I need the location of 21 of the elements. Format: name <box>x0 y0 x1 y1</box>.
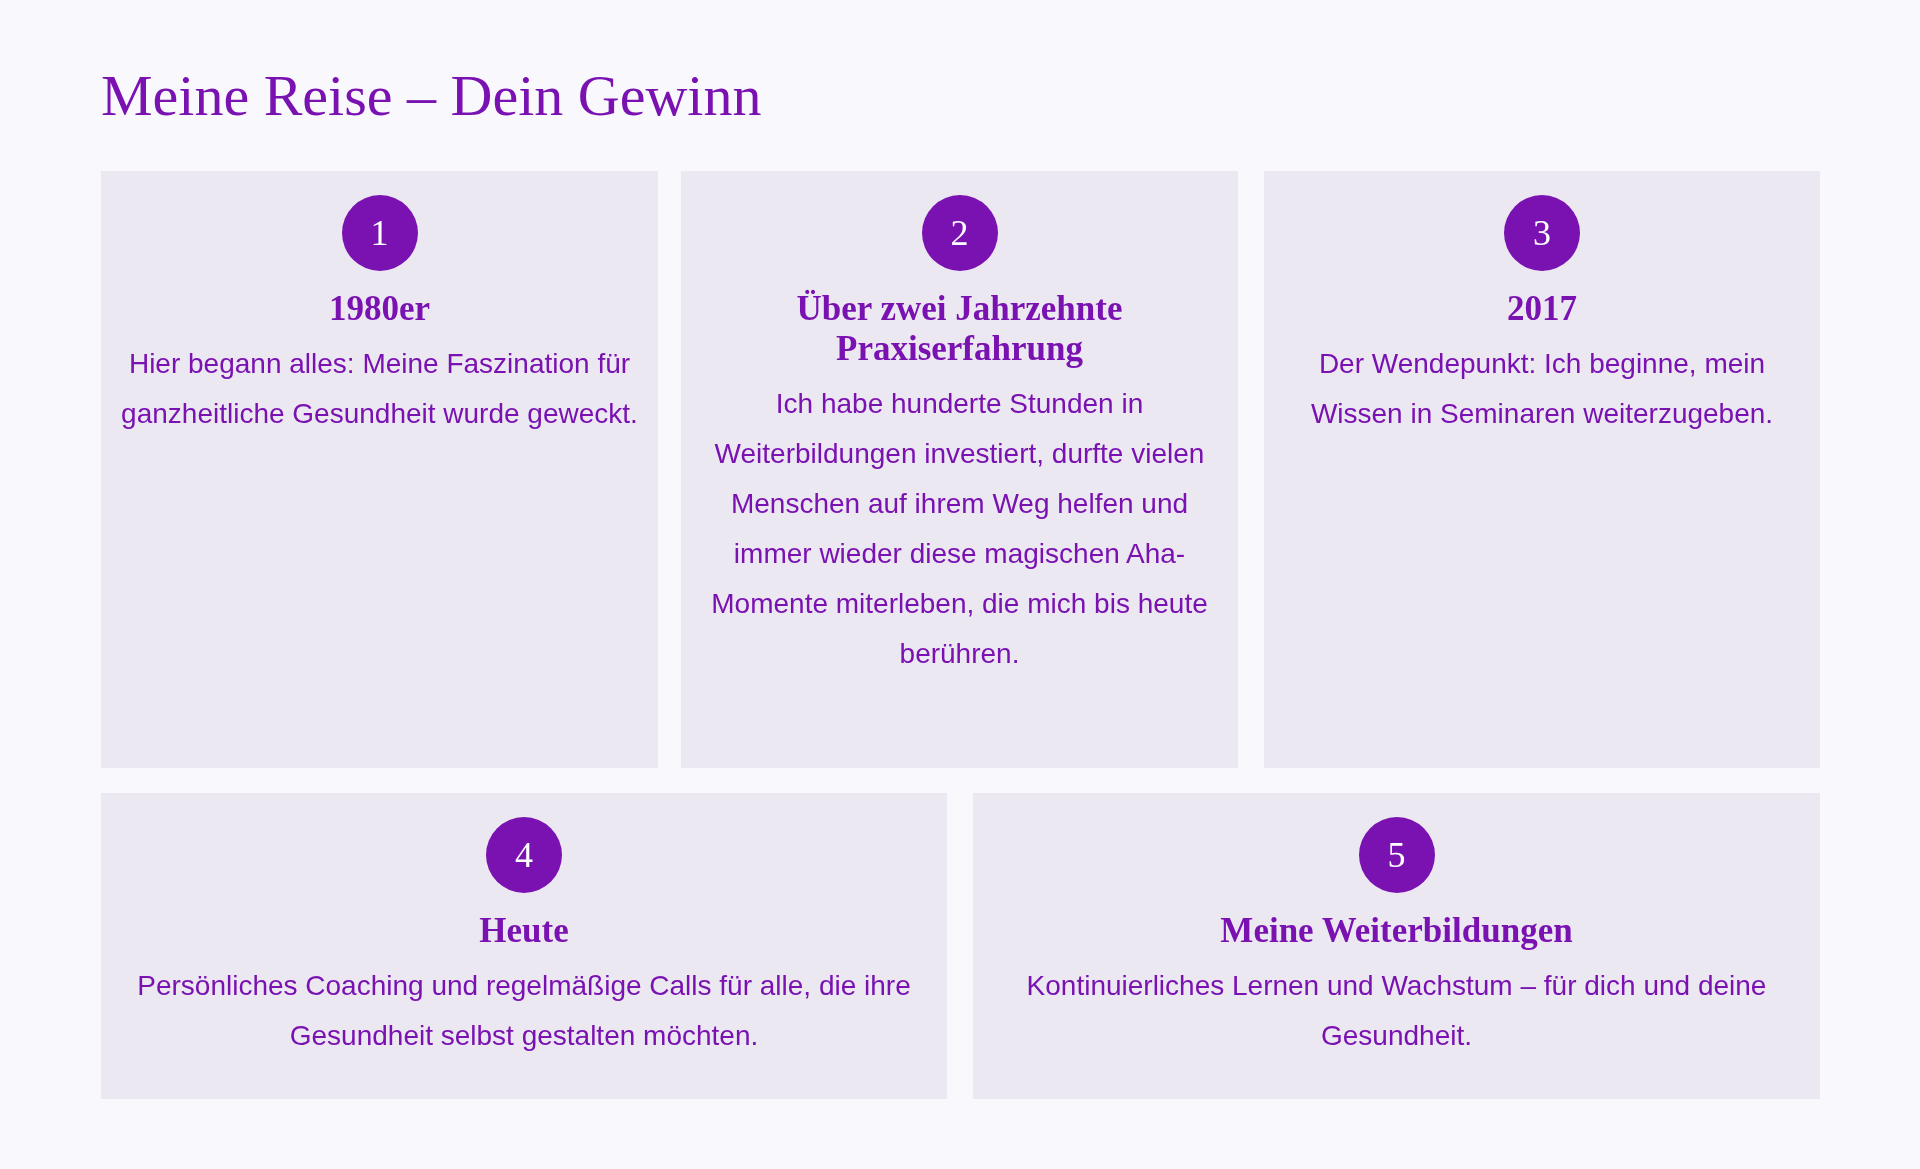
timeline-card <box>101 171 658 768</box>
step-number: 2 <box>921 195 998 271</box>
card-heading: Meine Weiterbildungen <box>1220 911 1573 951</box>
step-number: 4 <box>486 817 562 893</box>
card-text: Hier begann alles: Meine Faszination für ganzheitliche Gesundheit wurde geweckt. <box>121 347 638 431</box>
card-text: Persönliches Coaching und regelmäßige Calls für alle, die ihre Gesundheit selbst gestalten möchten. <box>136 969 912 1053</box>
card-heading: 2017 <box>1507 289 1577 329</box>
timeline-card <box>1264 171 1820 768</box>
card-heading: 1980er <box>328 289 431 329</box>
card-text: Der Wendepunkt: Ich beginne, mein Wissen in Seminaren weiterzugeben. <box>1309 347 1775 431</box>
card-heading: Über zwei Jahrzehnte Praxiserfahrung <box>795 289 1124 369</box>
timeline-card <box>101 793 947 1099</box>
step-number: 5 <box>1358 817 1435 893</box>
card-text: Kontinuierliches Lernen und Wachstum – für dich und deine Gesundheit. <box>1025 969 1768 1053</box>
timeline-card <box>973 793 1820 1099</box>
timeline-card <box>681 171 1238 768</box>
card-heading: Heute <box>479 911 569 951</box>
step-number: 3 <box>1504 195 1580 271</box>
step-number: 1 <box>341 195 418 271</box>
card-text: Ich habe hunderte Stunden in Weiterbildungen investiert, durfte vielen Menschen auf ihrem Weg helfen und immer wieder diese magischen Aha-Momente miterleben, die mich bis heute berühren. <box>710 387 1209 671</box>
page-title: Meine Reise – Dein Gewinn <box>101 62 762 129</box>
